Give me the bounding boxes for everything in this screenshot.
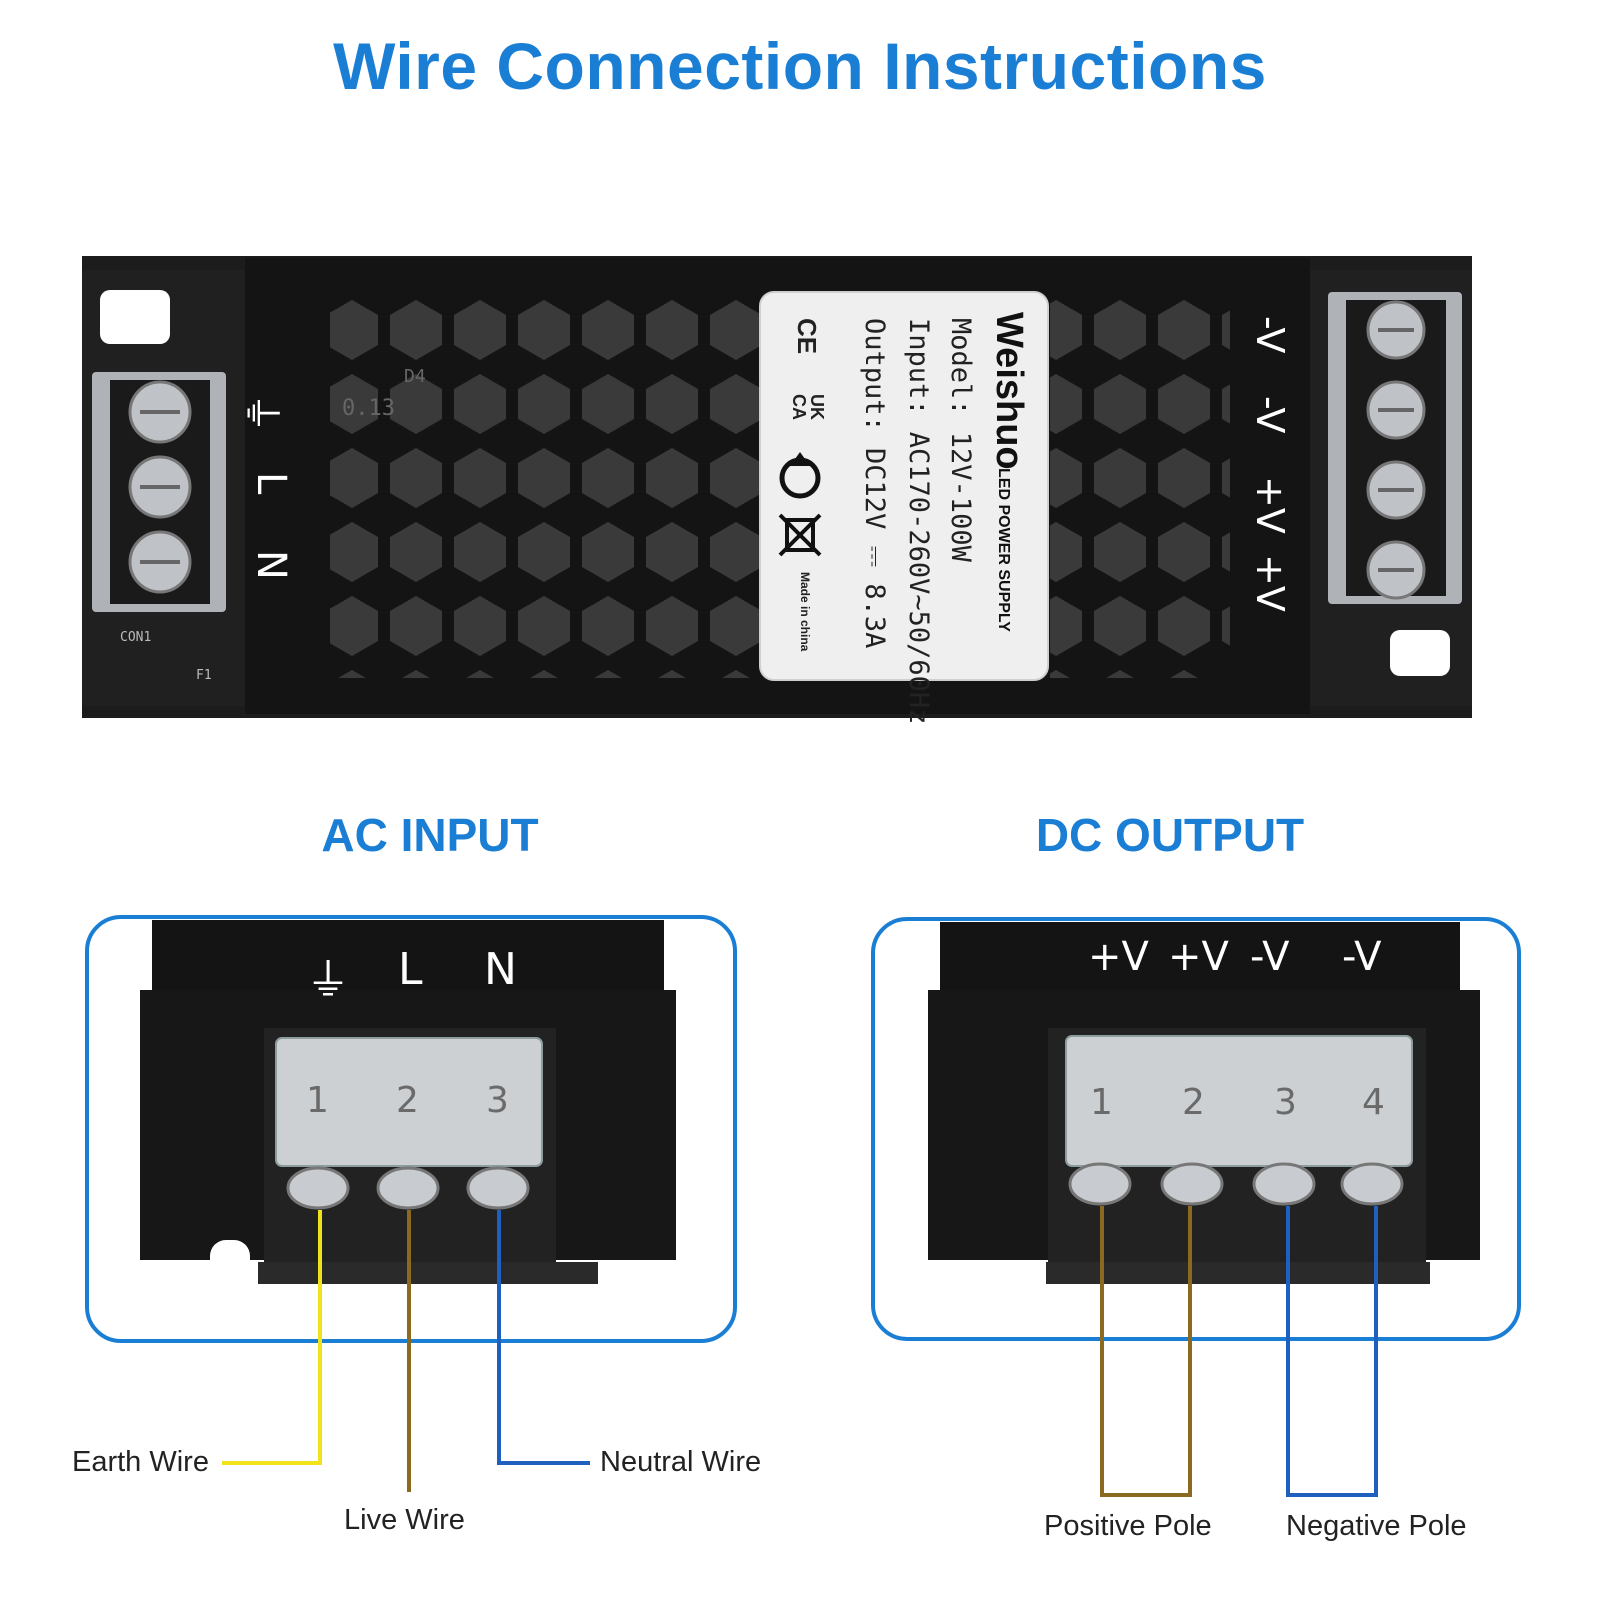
recycle-icon	[779, 452, 821, 499]
negative-pole-label: Negative Pole	[1286, 1510, 1467, 1542]
screw-icon	[1340, 1162, 1404, 1206]
dc-terminal-number: 4	[1362, 1082, 1385, 1123]
positive-pole-label: Positive Pole	[1044, 1510, 1212, 1542]
left-screws	[128, 380, 192, 594]
neutral-wire-label: Neutral Wire	[600, 1446, 762, 1478]
board-mark-d4: D4	[404, 366, 426, 387]
dc-mark-neg-2: -V	[1342, 934, 1382, 980]
board-mark-con1: CON1	[120, 630, 152, 645]
board-mark-f1: F1	[196, 668, 212, 683]
screw-icon	[376, 1166, 440, 1210]
ac-base-rail	[258, 1262, 598, 1284]
dc-terminal-number: 1	[1090, 1082, 1113, 1123]
dc-mark-pos-1: +V	[1088, 934, 1149, 980]
dc-terminal-number: 3	[1274, 1082, 1297, 1123]
left-mount-slot	[100, 290, 170, 344]
dc-housing-top	[940, 922, 1460, 1002]
screw-icon	[1068, 1162, 1132, 1206]
ac-mount-slot	[210, 1240, 250, 1280]
screw-icon	[1160, 1162, 1224, 1206]
screw-icon	[466, 1166, 530, 1210]
dc-terminal-number: 2	[1182, 1082, 1205, 1123]
vent-grid-right	[1050, 300, 1230, 678]
board-mark-value: 0.13	[342, 396, 395, 421]
dc-output-title: DC OUTPUT	[1035, 809, 1305, 861]
dc-mark-pos-2: +V	[1168, 934, 1229, 980]
dc-mark-neg-1: -V	[1250, 934, 1290, 980]
ac-terminal-number: 1	[306, 1080, 329, 1121]
live-wire-label: Live Wire	[344, 1504, 465, 1536]
dc-terminal-cover	[1065, 1035, 1413, 1167]
right-screws	[1366, 300, 1426, 600]
ac-terminal-number: 3	[486, 1080, 509, 1121]
page-title: Wire Connection Instructions	[333, 29, 1267, 103]
weee-bin-icon	[778, 513, 822, 557]
right-mount-slot	[1390, 630, 1450, 676]
positive-pole-line	[1100, 1206, 1192, 1497]
ac-mark-neutral: N	[484, 944, 517, 995]
dc-screws	[1068, 1162, 1404, 1206]
screw-icon	[1252, 1162, 1316, 1206]
product-label-card	[759, 291, 1049, 681]
vent-grid-left	[330, 300, 770, 678]
ac-mark-live: L	[398, 944, 423, 995]
screw-icon	[286, 1166, 350, 1210]
neutral-wire-line	[497, 1210, 590, 1465]
ac-screws	[286, 1166, 530, 1210]
dc-base-rail	[1046, 1262, 1430, 1284]
ac-terminal-number: 2	[396, 1080, 419, 1121]
ac-housing-top	[152, 920, 664, 1000]
ac-mark-earth: ⏚	[306, 955, 350, 1006]
ac-terminal-cover	[275, 1037, 543, 1167]
ac-input-title: AC INPUT	[321, 809, 539, 861]
earth-wire-label: Earth Wire	[72, 1446, 209, 1478]
earth-wire-line	[222, 1210, 322, 1465]
negative-pole-line	[1286, 1206, 1378, 1497]
